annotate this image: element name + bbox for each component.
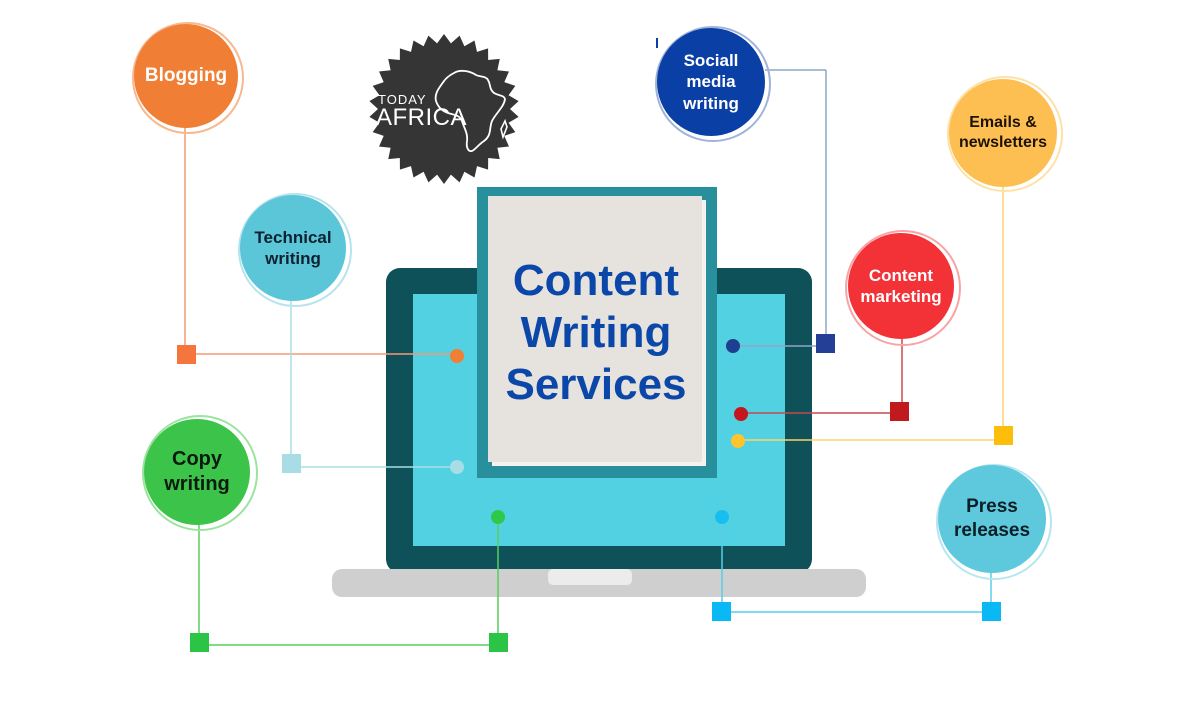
dot-emails [731, 434, 745, 448]
press-label-line-1: Press [966, 496, 1018, 518]
dot-copy [491, 510, 505, 524]
document-title-line-3: Services [505, 360, 687, 409]
marker-copy-right [489, 633, 508, 652]
content-marketing-bubble-ring [845, 230, 961, 346]
marker-social [816, 334, 835, 353]
laptop-notch [548, 569, 632, 585]
document-paper [488, 196, 702, 462]
social-bubble-ring [655, 26, 771, 142]
content-marketing-label-line-2: marketing [860, 287, 942, 306]
copy-label-line-2: writing [164, 473, 230, 495]
blogging-bubble: Blogging [134, 24, 238, 128]
dot-press [715, 510, 729, 524]
marker-copy-left [190, 633, 209, 652]
connector-blogging [184, 127, 457, 355]
press-label-line-2: releases [953, 520, 1031, 541]
marker-blogging [177, 345, 196, 364]
logo-text-today: TODAY [378, 92, 427, 107]
dot-technical [450, 460, 464, 474]
technical-bubble-ring [238, 193, 352, 307]
social-bubble: Sociall media writing [657, 28, 765, 136]
connector-content-marketing [741, 338, 903, 414]
marker-emails [994, 426, 1013, 445]
press-bubble: Press releases [938, 465, 1046, 573]
africa-map-icon [434, 69, 506, 153]
connector-emails [738, 182, 1004, 441]
document-title-line-1: Content [512, 256, 680, 305]
madagascar-icon [500, 118, 508, 140]
emails-bubble-ring [947, 76, 1063, 192]
marker-technical [282, 454, 301, 473]
technical-bubble: Technical writing [240, 195, 346, 301]
blogging-bubble-ring [132, 22, 244, 134]
content-marketing-label-line-1: Content [868, 265, 934, 285]
copy-bubble: Copy writing [144, 419, 250, 525]
technical-label-line-1: Technical [254, 227, 332, 247]
dot-blogging [450, 349, 464, 363]
emails-bubble: Emails & newsletters [949, 79, 1057, 187]
dot-content-marketing [734, 407, 748, 421]
marker-content-marketing [890, 402, 909, 421]
copy-bubble-ring [142, 415, 258, 531]
dot-social [726, 339, 740, 353]
connector-copy [198, 517, 499, 646]
today-africa-logo [369, 34, 519, 184]
document-title: Content Writing Services [490, 255, 702, 411]
logo-seal-badge [369, 34, 519, 184]
connector-social [733, 69, 827, 347]
technical-label-line-2: writing [265, 249, 321, 268]
social-label-line-2: media [686, 72, 736, 92]
social-label-line-1: Sociall [683, 51, 739, 71]
blogging-label: Blogging [144, 65, 228, 87]
content-marketing-bubble: Content marketing [848, 233, 954, 339]
emails-label-line-2: newsletters [958, 134, 1048, 151]
document-title-line-2: Writing [520, 308, 672, 357]
emails-label-line-1: Emails & [969, 114, 1037, 131]
marker-press-left [712, 602, 731, 621]
social-label-line-3: writing [683, 93, 739, 113]
connector-technical [290, 300, 457, 468]
copy-label-line-1: Copy [172, 448, 222, 470]
logo-text-africa: AFRICA [376, 104, 468, 131]
marker-press-right [982, 602, 1001, 621]
